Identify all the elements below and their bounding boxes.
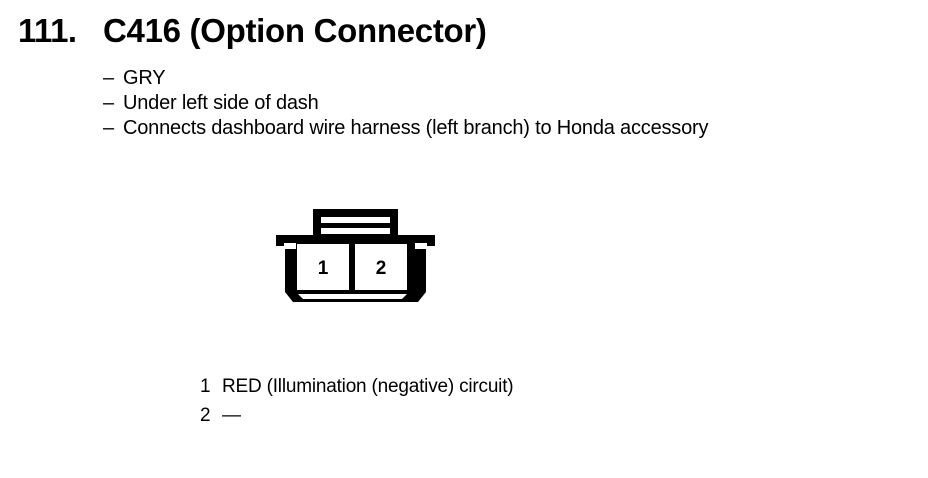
list-item: – GRY — [103, 66, 708, 91]
pin-number: 1 — [200, 376, 211, 397]
table-row: 2 — — [200, 401, 513, 430]
list-item-label: Connects dashboard wire harness (left br… — [123, 117, 709, 139]
connector-illustration: 1 2 — [276, 209, 435, 302]
connector-diagram: 1 2 — [268, 206, 443, 318]
connector-cavity-1 — [297, 244, 349, 290]
connector-cavity-2 — [355, 244, 407, 290]
connector-left-shoulder-notch — [284, 243, 296, 249]
connector-skirt-sliver — [298, 294, 407, 299]
dash-bullet-icon: – — [103, 117, 114, 139]
pin-number: 2 — [200, 405, 211, 426]
pin-description: — — [222, 405, 241, 426]
cavity-label-1: 1 — [318, 258, 329, 279]
page-title: 111. C416 (Option Connector) — [18, 12, 487, 50]
connector-description-list: – GRY – Under left side of dash – Connec… — [103, 66, 708, 141]
list-item: – Under left side of dash — [103, 91, 708, 116]
section-number: 111. — [18, 12, 77, 49]
connector-right-shoulder-notch — [415, 243, 427, 249]
pin-description: RED (Illumination (negative) circuit) — [222, 376, 514, 397]
list-item-label: Under left side of dash — [123, 92, 319, 114]
table-row: 1 RED (Illumination (negative) circuit) — [200, 372, 514, 401]
list-item-label: GRY — [123, 67, 166, 89]
pin-legend-table: 1 RED (Illumination (negative) circuit) … — [200, 372, 514, 430]
dash-bullet-icon: – — [103, 92, 114, 114]
dash-bullet-icon: – — [103, 67, 114, 89]
connector-title: C416 (Option Connector) — [103, 12, 487, 49]
list-item: – Connects dashboard wire harness (left … — [103, 116, 708, 141]
cavity-label-2: 2 — [376, 258, 387, 279]
